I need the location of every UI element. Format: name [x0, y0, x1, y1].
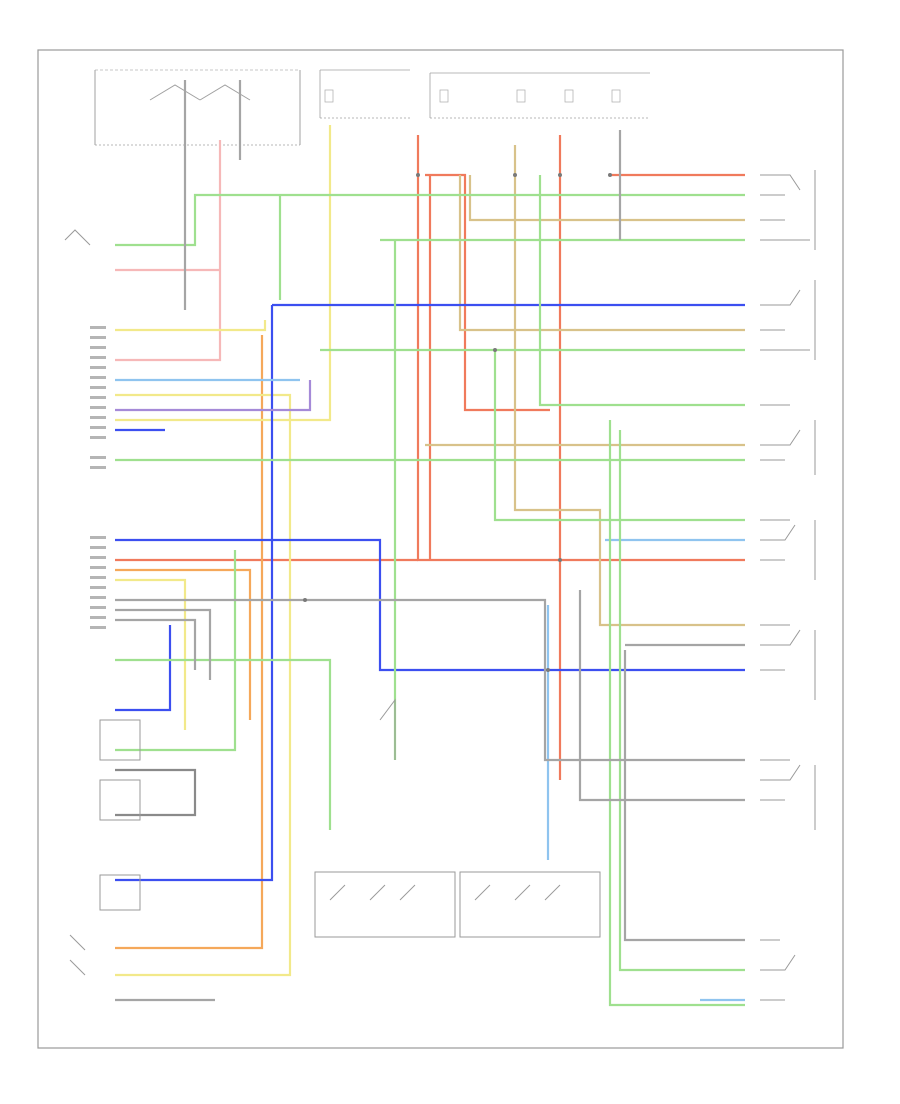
wire-yellow-2: [115, 320, 267, 332]
bottom-modules: [64, 229, 601, 976]
wire-green-11: [115, 550, 237, 752]
wire-green-1: [115, 193, 745, 247]
wire-green-7: [608, 420, 745, 1007]
wire-orange-1: [115, 335, 264, 950]
wire-green-10: [115, 658, 332, 830]
wire-yellow-1: [115, 393, 292, 977]
wire-red-1: [416, 135, 745, 562]
wire-gray-4: [115, 608, 212, 680]
wire-gray-5: [115, 618, 197, 670]
wire-orange-2: [115, 568, 252, 720]
wire-purple-1: [115, 380, 312, 412]
wire-blue-5: [115, 625, 172, 712]
wire-tan-1: [513, 145, 745, 627]
wire-darkgray-1: [115, 768, 197, 817]
right-connectors: [760, 170, 816, 1001]
fuse-box: [94, 69, 650, 146]
wire-gray-7: [623, 650, 745, 942]
wire-blue-2: [115, 305, 274, 882]
wire-green-5: [538, 175, 745, 407]
wire-blue-3: [115, 538, 745, 672]
pin-labels: [90, 326, 106, 629]
wire-pink-1: [115, 140, 222, 362]
wire-green-8: [618, 430, 745, 972]
wire-tan-2: [468, 175, 745, 222]
wire-yellow-4: [115, 578, 187, 730]
diagram-frame: [37, 49, 844, 1049]
wire-red-2: [425, 173, 550, 412]
wire-yellow-3: [115, 125, 332, 422]
wire-gray-8: [578, 590, 745, 802]
wire-harness: [115, 80, 745, 1007]
wire-green-6: [493, 350, 745, 522]
splice-points: [303, 173, 612, 672]
wire-gray-3: [115, 598, 745, 762]
wire-tan-3: [458, 175, 745, 332]
